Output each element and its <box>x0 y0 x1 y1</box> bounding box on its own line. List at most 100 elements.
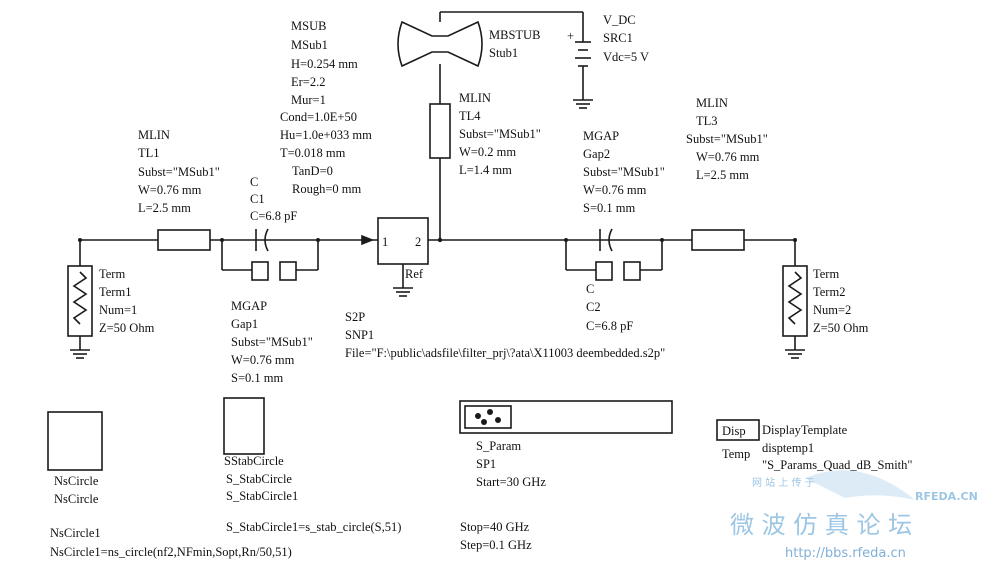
disp-line: disptemp1 <box>762 441 814 455</box>
port1-arrow <box>361 234 375 246</box>
sparam-symbol <box>459 400 673 434</box>
s2p-label: S2P SNP1 File="F:\public\adsfile\filter_… <box>345 310 665 360</box>
s2p-ref-label: Ref <box>405 267 424 281</box>
sparam-line: Start=30 GHz <box>476 475 546 489</box>
msub-line: TanD=0 <box>292 164 333 178</box>
sparam-icon-dot-a <box>475 413 481 419</box>
tl4-line: W=0.2 mm <box>459 145 516 159</box>
term1-body <box>67 265 93 337</box>
tl3-line: W=0.76 mm <box>696 150 760 164</box>
gap1-line: Gap1 <box>231 317 258 331</box>
nscircle-equation: NsCircle1 NsCircle1=ns_circle(nf2,NFmin,… <box>50 526 292 559</box>
tl3-line: Subst="MSub1" <box>686 132 768 146</box>
vdc-label: V_DC SRC1 Vdc=5 V <box>603 13 649 64</box>
disp-temp-label: Temp <box>722 447 750 461</box>
msub-line: Hu=1.0e+033 mm <box>280 128 372 142</box>
junction-dot-term1 <box>78 238 82 242</box>
term2-line: Num=2 <box>813 303 851 317</box>
msub-line: Rough=0 mm <box>292 182 361 196</box>
msub-label: MSUB MSub1 H=0.254 mm Er=2.2 Mur=1 Cond=… <box>280 19 372 196</box>
tl3-line: TL3 <box>696 114 718 128</box>
tl4-line: Subst="MSub1" <box>459 127 541 141</box>
msub-line: Er=2.2 <box>291 75 325 89</box>
nscircle-line: NsCircle <box>54 492 99 506</box>
gap1-pad-a <box>251 261 269 281</box>
nscircle-eq-line: NsCircle1=ns_circle(nf2,NFmin,Sopt,Rn/50… <box>50 545 292 559</box>
nscircle-symbol <box>47 411 103 471</box>
sparam-line: S_Param <box>476 439 521 453</box>
gap1-pad-b <box>279 261 297 281</box>
s2p-line: S2P <box>345 310 365 324</box>
sparam-line: SP1 <box>476 457 496 471</box>
term1-label: Term Term1 Num=1 Z=50 Ohm <box>99 267 155 335</box>
tl3-line: MLIN <box>696 96 728 110</box>
tl4-line: TL4 <box>459 109 481 123</box>
sparam-settings: Stop=40 GHz Step=0.1 GHz <box>460 520 532 552</box>
msub-line: Cond=1.0E+50 <box>280 110 357 124</box>
gap1-line: MGAP <box>231 299 267 313</box>
term2-line: Term <box>813 267 839 281</box>
term2-label: Term Term2 Num=2 Z=50 Ohm <box>813 267 869 335</box>
msub-line: MSUB <box>291 19 326 33</box>
sparam-icon-dot-b <box>487 409 493 415</box>
tl4-line: L=1.4 mm <box>459 163 512 177</box>
term1-line: Term1 <box>99 285 131 299</box>
gap2-line: Gap2 <box>583 147 610 161</box>
tl4-symbol <box>429 103 451 159</box>
sstab-line: S_StabCircle1 <box>226 489 298 503</box>
sparam-icon-dot-c <box>495 417 501 423</box>
c2-line: C <box>586 282 594 296</box>
term2-body <box>782 265 808 337</box>
mbstub-line: Stub1 <box>489 46 518 60</box>
term1-line: Num=1 <box>99 303 137 317</box>
vdc-plus-sign: + <box>567 29 574 43</box>
watermark-small-chinese: 网 站 上 传 于 <box>752 476 815 489</box>
watermark-chinese: 微 波 仿 真 论 坛 <box>730 511 912 539</box>
term2-line: Term2 <box>813 285 845 299</box>
gap2-line: Subst="MSub1" <box>583 165 665 179</box>
term1-line: Term <box>99 267 125 281</box>
watermark: 网 站 上 传 于 RFEDA.CN 微 波 仿 真 论 坛 http://bb… <box>730 470 978 561</box>
c2-label: C C2 C=6.8 pF <box>586 282 633 333</box>
junction-dot-gap2-right <box>660 238 664 242</box>
tl3-line: L=2.5 mm <box>696 168 749 182</box>
sparam-icon-frame <box>464 405 512 429</box>
c1-label: C C1 C=6.8 pF <box>250 175 297 223</box>
gap2-line: MGAP <box>583 129 619 143</box>
gap2-line: W=0.76 mm <box>583 183 647 197</box>
disp-line: "S_Params_Quad_dB_Smith" <box>762 458 913 472</box>
c2-line: C2 <box>586 300 601 314</box>
watermark-logo <box>805 470 915 500</box>
s2p-pin2-label: 2 <box>415 235 421 249</box>
display-template-label: DisplayTemplate disptemp1 "S_Params_Quad… <box>762 423 913 472</box>
sparam-label: S_Param SP1 Start=30 GHz <box>476 439 546 489</box>
tl1-symbol <box>157 229 211 251</box>
s2p-pin1-label: 1 <box>382 235 388 249</box>
term2-line: Z=50 Ohm <box>813 321 869 335</box>
sparam-stop: Stop=40 GHz <box>460 520 530 534</box>
gap2-line: S=0.1 mm <box>583 201 635 215</box>
c1-plate-b <box>264 228 269 252</box>
vdc-line: Vdc=5 V <box>603 50 649 64</box>
sstab-equation: S_StabCircle1=s_stab_circle(S,51) <box>226 520 401 534</box>
gap1-line: W=0.76 mm <box>231 353 295 367</box>
tl1-line: L=2.5 mm <box>138 201 191 215</box>
term1-resistor <box>72 271 88 325</box>
tl3-symbol <box>691 229 745 251</box>
gap2-label: MGAP Gap2 Subst="MSub1" W=0.76 mm S=0.1 … <box>583 129 665 215</box>
watermark-url: http://bbs.rfeda.cn <box>785 546 906 561</box>
nscircle-eq-line: NsCircle1 <box>50 526 101 540</box>
tl1-line: MLIN <box>138 128 170 142</box>
msub-line: T=0.018 mm <box>280 146 346 160</box>
c1-line: C1 <box>250 192 265 206</box>
sstab-label: SStabCircle S_StabCircle S_StabCircle1 <box>224 454 298 503</box>
c1-line: C <box>250 175 258 189</box>
s2p-file-line: File="F:\public\adsfile\filter_prj\?ata\… <box>345 346 665 360</box>
msub-line: MSub1 <box>291 38 328 52</box>
gap1-label: MGAP Gap1 Subst="MSub1" W=0.76 mm S=0.1 … <box>231 299 313 385</box>
c1-line: C=6.8 pF <box>250 209 297 223</box>
junction-dot <box>437 237 443 243</box>
c2-plate-b <box>608 228 613 252</box>
gap1-line: Subst="MSub1" <box>231 335 313 349</box>
